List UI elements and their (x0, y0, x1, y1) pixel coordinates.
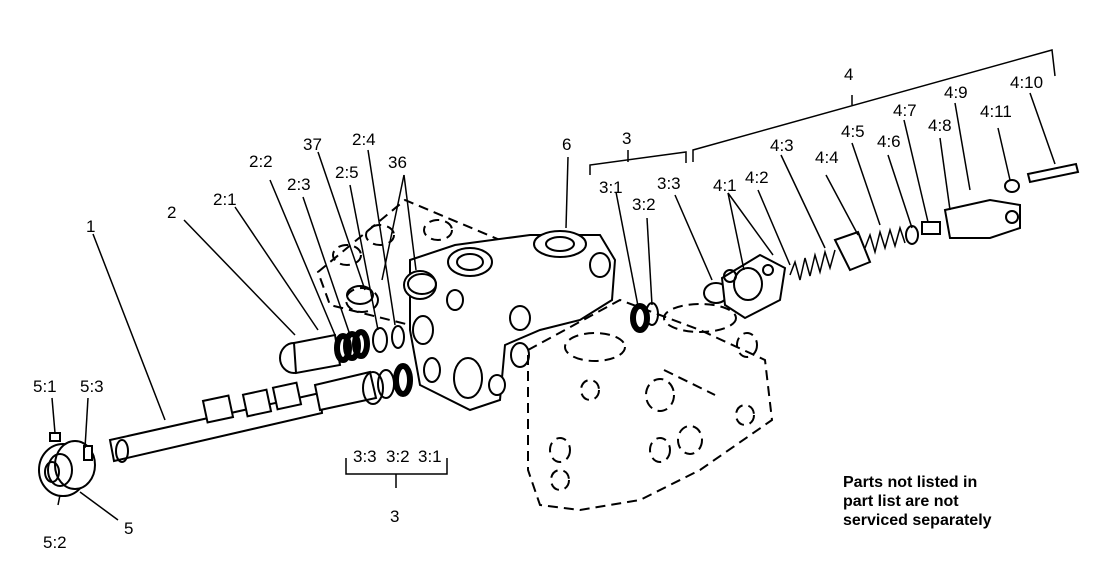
leader-lines (51, 92, 1056, 521)
label-3-bottom: 3 (390, 507, 399, 526)
label-2-4: 2:4 (352, 130, 376, 149)
front-valve-housing-dashed (527, 298, 774, 512)
label-5-1: 5:1 (33, 377, 57, 396)
label-3-top: 3 (622, 129, 631, 148)
label-4-10: 4:10 (1010, 73, 1043, 92)
label-5: 5 (124, 519, 133, 538)
label-4: 4 (844, 65, 853, 84)
label-2-3: 2:3 (287, 175, 311, 194)
label-4-1: 4:1 (713, 176, 737, 195)
label-3-2-top: 3:2 (632, 195, 656, 214)
label-2-5: 2:5 (335, 163, 359, 182)
valve-body-6 (403, 230, 617, 412)
label-3-3-top: 3:3 (657, 174, 681, 193)
label-4-3: 4:3 (770, 136, 794, 155)
label-3-1-top: 3:1 (599, 178, 623, 197)
label-2-2: 2:2 (249, 152, 273, 171)
label-6: 6 (562, 135, 571, 154)
spring-assembly-4 (720, 162, 1080, 320)
end-cap-5 (38, 432, 96, 497)
label-4-9: 4:9 (944, 83, 968, 102)
label-4-8: 4:8 (928, 116, 952, 135)
label-4-11: 4:11 (980, 102, 1012, 121)
label-3-3-bottom: 3:3 (353, 447, 377, 466)
label-2: 2 (167, 203, 176, 222)
label-2-1: 2:1 (213, 190, 237, 209)
label-5-2: 5:2 (43, 533, 67, 552)
plug-assembly-2 (279, 273, 437, 375)
note-line-1: Parts not listed in (843, 474, 977, 491)
part-labels: 1 2 2:1 2:2 2:3 37 2:5 2:4 36 6 3 3:1 3:… (33, 65, 1043, 552)
seal-rings-3-lower (362, 363, 413, 405)
label-3-1-bottom: 3:1 (418, 447, 442, 466)
note-line-2: part list are not (843, 493, 959, 510)
label-3-2-bottom: 3:2 (386, 447, 410, 466)
label-5-3: 5:3 (80, 377, 104, 396)
label-4-4: 4:4 (815, 148, 839, 167)
label-4-5: 4:5 (841, 122, 865, 141)
label-4-6: 4:6 (877, 132, 901, 151)
label-1: 1 (86, 217, 95, 236)
service-note: Parts not listed in part list are not se… (843, 474, 992, 529)
note-line-3: serviced separately (843, 512, 992, 529)
label-36: 36 (388, 153, 407, 172)
brackets (345, 49, 1056, 488)
label-4-7: 4:7 (893, 101, 917, 120)
label-4-2: 4:2 (745, 168, 769, 187)
label-37: 37 (303, 135, 322, 154)
spool-1 (108, 370, 378, 463)
